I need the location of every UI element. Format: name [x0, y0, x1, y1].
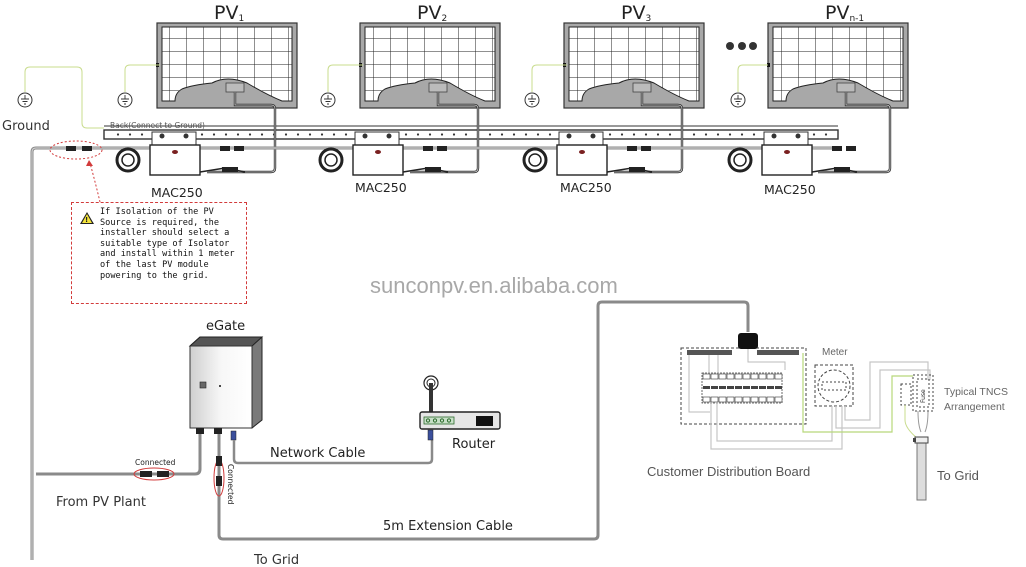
distribution-board-label: Customer Distribution Board — [647, 464, 810, 479]
tncs-label-line2: Arrangement — [944, 401, 1005, 413]
tncs-arrangement: Fuse — [900, 374, 934, 501]
inverter-label-3: MAC250 — [560, 180, 612, 195]
ground-symbol-1 — [17, 66, 104, 129]
mounting-rail — [103, 125, 839, 140]
egate-box[interactable] — [188, 336, 264, 441]
watermark: sunconpv.en.alibaba.com — [370, 273, 618, 298]
isolator-connectors — [66, 146, 92, 151]
distribution-board — [680, 333, 807, 425]
pv-panel-label-2: PV2 — [417, 2, 447, 24]
router-label: Router — [452, 437, 496, 452]
pv-panel-1 — [156, 22, 298, 174]
to-grid-label-right: To Grid — [937, 468, 979, 483]
connected-label-vertical: Connected — [226, 464, 235, 505]
isolator-highlight — [49, 140, 103, 160]
extension-cable-label: 5m Extension Cable — [383, 519, 513, 534]
ground-label: Ground — [2, 119, 50, 134]
network-cable — [232, 440, 434, 465]
extension-cable — [217, 300, 750, 541]
pv-panel-2 — [359, 22, 501, 174]
pv-panel-label-3: PV3 — [621, 2, 651, 24]
microinverter-3 — [522, 131, 653, 176]
egate-label: eGate — [206, 319, 245, 334]
pv-panel-label-4: PVn-1 — [825, 2, 864, 24]
warning-icon — [80, 212, 94, 224]
isolation-note-text: If Isolation of the PV Source is require… — [100, 207, 235, 281]
router[interactable] — [419, 375, 501, 441]
inverter-label-2: MAC250 — [355, 180, 407, 195]
meter-label: Meter — [822, 347, 848, 358]
connected-label-horizontal: Connected — [135, 458, 176, 467]
ground-symbol-2 — [117, 64, 160, 108]
connected-highlight-h — [133, 467, 175, 481]
ground-symbol-4 — [524, 64, 567, 108]
inverter-label-1: MAC250 — [151, 185, 203, 200]
pv-panel-3 — [563, 22, 705, 174]
tncs-label-line1: Typical TNCS — [944, 386, 1008, 398]
note-pointer-arrow — [89, 162, 101, 203]
inverter-label-4: MAC250 — [764, 182, 816, 197]
ground-symbol-3 — [320, 64, 363, 108]
rail-label: Back(Connect to Ground) — [110, 121, 205, 130]
microinverter-1 — [115, 131, 246, 176]
microinverter-2 — [318, 131, 449, 176]
from-pv-plant-label: From PV Plant — [56, 495, 146, 510]
isolation-note-box: ! If Isolation of the PV Source is requi… — [71, 202, 247, 304]
fuse-label: Fuse — [920, 389, 927, 403]
more-panels-ellipsis — [726, 42, 757, 50]
pv-panel-label-1: PV1 — [214, 2, 244, 24]
network-cable-label: Network Cable — [270, 446, 365, 461]
meter — [814, 364, 854, 407]
to-grid-label-left: To Grid — [253, 553, 299, 567]
microinverter-4 — [727, 131, 858, 176]
ground-symbol-5 — [730, 64, 768, 108]
